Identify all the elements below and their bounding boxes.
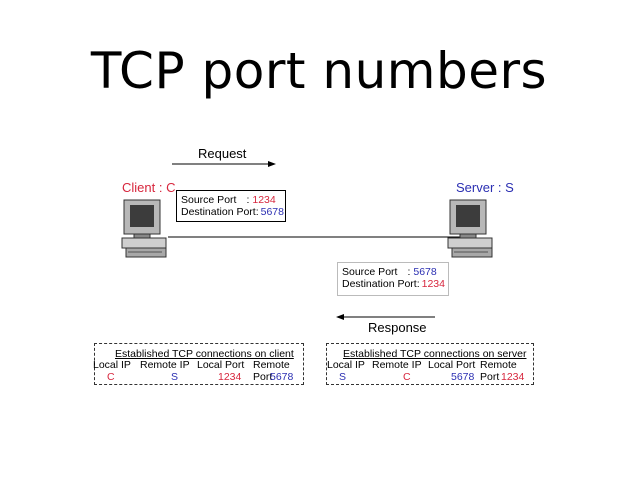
server-col-remote-ip: Remote IP (372, 359, 422, 371)
client-col-remote-ip: Remote IP (140, 359, 190, 371)
server-val-local-ip: S (339, 371, 346, 383)
client-val-local-ip: C (107, 371, 115, 383)
request-source-port-label: Source Port (181, 194, 236, 206)
request-source-port-sep: : (246, 194, 249, 206)
client-computer-icon (122, 200, 166, 257)
request-packet-box: Source Port : 1234 Destination Port: 567… (176, 190, 286, 222)
request-dest-port-value: 5678 (261, 206, 284, 218)
server-label: Server : S (456, 180, 514, 195)
request-label: Request (198, 146, 246, 161)
response-dest-port-label: Destination Port: (342, 278, 420, 290)
response-dest-port-value: 1234 (422, 278, 445, 290)
response-source-port-value: 5678 (413, 266, 436, 278)
request-dest-port-label: Destination Port: (181, 206, 259, 218)
client-val-remote-ip: S (171, 371, 178, 383)
client-connections-table: Established TCP connections on client Lo… (94, 343, 304, 385)
response-source-port-sep: : (407, 266, 410, 278)
server-connections-table: Established TCP connections on server Lo… (326, 343, 534, 385)
client-col-local-ip: Local IP (93, 359, 131, 371)
server-col-local-port: Local Port (428, 359, 475, 371)
server-computer-icon (448, 200, 492, 257)
client-val-local-port: 1234 (218, 371, 241, 383)
client-val-remote-port: 5678 (270, 371, 293, 383)
client-col-local-port: Local Port (197, 359, 244, 371)
request-source-port-value: 1234 (252, 194, 275, 206)
client-label: Client : C (122, 180, 175, 195)
response-label: Response (368, 320, 427, 335)
response-packet-box: Source Port : 5678 Destination Port: 123… (337, 262, 449, 296)
request-arrow (172, 161, 276, 167)
server-val-remote-ip: C (403, 371, 411, 383)
server-val-remote-port: 1234 (501, 371, 524, 383)
response-source-port-label: Source Port (342, 266, 397, 278)
server-val-local-port: 5678 (451, 371, 474, 383)
server-col-local-ip: Local IP (327, 359, 365, 371)
